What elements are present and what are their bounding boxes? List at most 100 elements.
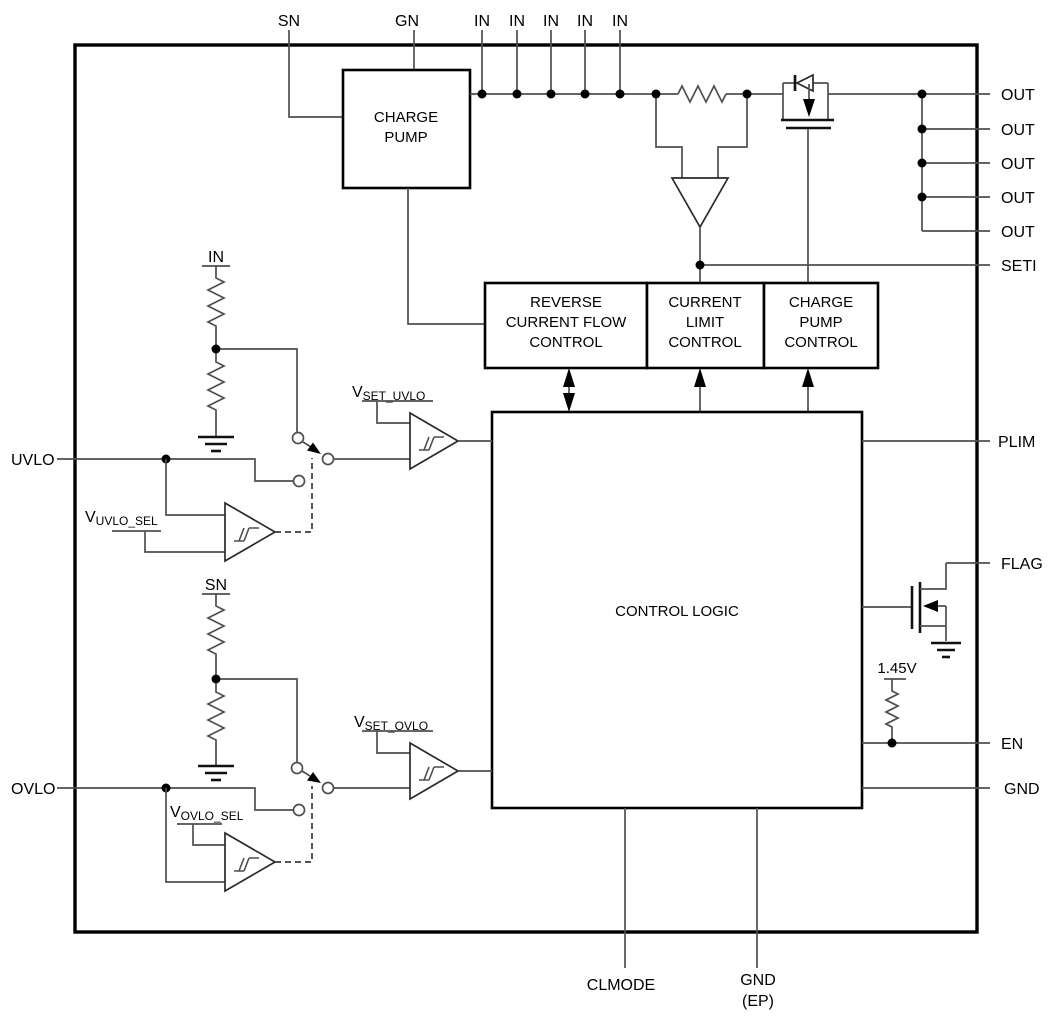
charge-pump-label-1: CHARGE <box>374 109 438 126</box>
pin-label-gnd-ep-suffix: (EP) <box>742 993 774 1010</box>
charge-pump-control-label-1: CHARGE <box>789 294 853 311</box>
junction-dot <box>211 674 221 684</box>
ovlo-sel-comparator <box>224 786 313 893</box>
junction-dot <box>211 344 221 354</box>
junction-dot <box>615 89 625 99</box>
wires-in-pins <box>481 30 621 94</box>
v-set-ovlo-base: V <box>354 714 365 731</box>
charge-pump-control-label-2: PUMP <box>799 314 842 331</box>
arrow-down-icon <box>563 393 575 412</box>
charge-pump-control-label-3: CONTROL <box>784 334 857 351</box>
hysteresis-icon <box>419 766 444 781</box>
pin-label-in-3: IN <box>543 13 559 30</box>
pin-label-clmode: CLMODE <box>587 977 655 994</box>
wire-divider-tap-to-switch <box>216 678 298 762</box>
device-boundary-box <box>73 43 979 934</box>
arrow-up-icon <box>694 368 706 387</box>
amp-input-left-wire <box>655 94 683 178</box>
junction-dot <box>887 738 897 748</box>
v-ovlo-sel-sub: OVLO_SEL <box>181 809 244 823</box>
switch-arm <box>302 441 312 448</box>
charge-pump-control-block <box>762 281 880 370</box>
charge-pump-label-2: PUMP <box>384 129 427 146</box>
flag-mosfet <box>862 562 990 659</box>
junction-dot <box>580 89 590 99</box>
current-limit-control-block <box>645 281 766 370</box>
divider-resistor-bottom-icon <box>206 679 226 766</box>
ground-icon <box>198 764 234 782</box>
junction-dot <box>512 89 522 99</box>
current-limit-label-1: CURRENT <box>668 294 741 311</box>
divider-resistor-bottom-icon <box>206 349 226 437</box>
switch-contact-common <box>321 452 335 466</box>
pin-label-in-5: IN <box>612 13 628 30</box>
junction-dot <box>742 89 752 99</box>
current-limit-label-2: LIMIT <box>686 314 724 331</box>
current-limit-label-3: CONTROL <box>668 334 741 351</box>
pin-label-gnd: GND <box>1004 781 1040 798</box>
ovlo-threshold-switch <box>290 761 335 817</box>
switch-contact-top <box>291 431 305 445</box>
switch-control-dashed-wire <box>275 786 313 863</box>
pin-label-flag: FLAG <box>1001 556 1043 573</box>
pin-label-out-1: OUT <box>1001 87 1035 104</box>
wire-vsetovlo-to-comparator <box>376 731 410 754</box>
uvlo-divider-top-label: IN <box>208 249 224 266</box>
v-set-ovlo-label: VSET_OVLO <box>354 714 428 733</box>
junction-dot <box>651 89 661 99</box>
pin-label-ovlo: OVLO <box>11 781 55 798</box>
arrow-up-icon <box>563 368 575 387</box>
ovlo-divider: SN <box>198 577 298 782</box>
ovlo-divider-top-label: SN <box>205 577 227 594</box>
wire-ovlo-pin <box>57 787 293 811</box>
switch-arm-arrow-icon <box>307 442 321 454</box>
comparator-triangle-icon <box>224 831 277 893</box>
v-set-uvlo-base: V <box>352 384 363 401</box>
hysteresis-icon <box>234 857 259 872</box>
uvlo-sel-comparator <box>224 458 313 563</box>
sense-resistor-icon <box>677 84 727 104</box>
arrow-up-icon <box>802 368 814 387</box>
switch-arm <box>301 770 311 777</box>
v-set-uvlo-sub: SET_UVLO <box>363 389 426 403</box>
pin-label-en: EN <box>1001 736 1023 753</box>
flag-mosfet-arrow-icon <box>923 600 938 612</box>
switch-control-dashed-wire <box>275 458 313 533</box>
wire-vuvlosel-to-comparator <box>144 531 225 553</box>
current-sense-amp <box>655 94 748 283</box>
en-pullup: 1.45V <box>877 660 917 743</box>
power-mosfet-arrow-icon <box>803 99 815 117</box>
pin-label-seti: SETI <box>1001 258 1037 275</box>
amp-triangle-icon <box>670 177 730 229</box>
v-set-uvlo-reference: VSET_UVLO <box>352 384 433 424</box>
switch-contact-bottom <box>292 803 306 817</box>
wire-sn-to-charge-pump <box>288 30 343 118</box>
comparator-triangle-icon <box>224 501 277 563</box>
junction-dot <box>917 89 927 99</box>
reverse-block-label-1: REVERSE <box>530 294 602 311</box>
up-arrow-charge-pump-control <box>802 368 814 412</box>
wire-ovlo-to-sel-comparator <box>165 788 225 883</box>
switch-contact-top <box>290 761 304 775</box>
pin-label-out-2: OUT <box>1001 122 1035 139</box>
pin-label-in-2: IN <box>509 13 525 30</box>
charge-pump-block <box>341 68 472 190</box>
wire-uvlo-pin <box>57 458 293 482</box>
junction-dot <box>917 124 927 134</box>
en-pullup-resistor-icon <box>884 679 900 743</box>
reverse-block-label-2: CURRENT FLOW <box>506 314 627 331</box>
ground-icon <box>931 641 961 659</box>
pin-label-gnd-ep: GND <box>740 972 776 989</box>
junction-dot <box>695 260 705 270</box>
reverse-block-label-3: CONTROL <box>529 334 602 351</box>
wires-out-pins <box>922 128 990 232</box>
wire-vsetuvlo-to-comparator <box>376 401 410 424</box>
switch-arm-arrow-icon <box>307 772 321 783</box>
pin-label-in-1: IN <box>474 13 490 30</box>
switch-contact-common <box>321 781 335 795</box>
v-uvlo-sel-reference: VUVLO_SEL <box>85 509 225 553</box>
divider-resistor-top-icon <box>206 594 226 679</box>
reverse-current-flow-control-block <box>483 281 649 370</box>
